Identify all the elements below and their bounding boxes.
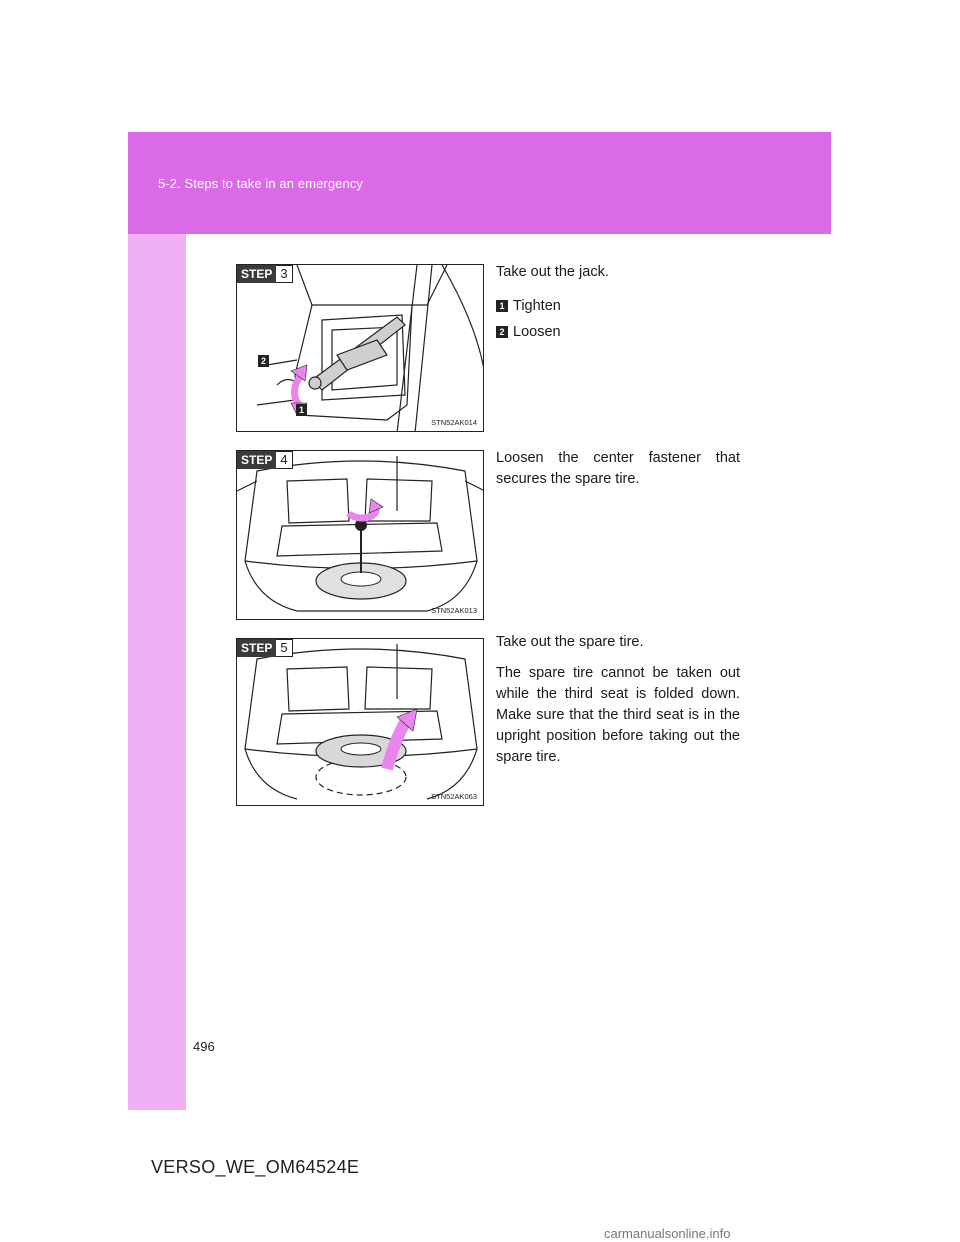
step-badge: STEP 5 — [237, 639, 293, 657]
callout-marker: 1 — [296, 404, 307, 416]
step-5-text: Take out the spare tire. The spare tire … — [496, 632, 740, 778]
legend-item: 1 Tighten — [496, 293, 740, 319]
callout-marker: 2 — [258, 355, 269, 367]
note-text: The spare tire cannot be taken out while… — [496, 665, 740, 765]
instruction-text: Take out the jack. — [496, 264, 609, 280]
section-header: 5-2. Steps to take in an emergency — [128, 132, 831, 234]
legend-marker: 2 — [496, 326, 508, 338]
legend-label: Tighten — [513, 297, 561, 314]
margin-sidebar — [128, 234, 186, 1110]
section-title: 5-2. Steps to take in an emergency — [158, 176, 364, 191]
step-number: 3 — [276, 265, 293, 283]
step-label: STEP — [237, 639, 277, 657]
step-label: STEP — [237, 265, 277, 283]
step-3-figure: STEP 3 2 1 STN52AK014 — [236, 264, 484, 432]
step-number: 5 — [276, 639, 293, 657]
instruction-text: Loosen the center fastener that secures … — [496, 450, 740, 487]
step-number: 4 — [276, 451, 293, 469]
jack-illustration — [256, 265, 483, 431]
step-label: STEP — [237, 451, 277, 469]
step-4-text: Loosen the center fastener that secures … — [496, 448, 740, 500]
legend-marker: 1 — [496, 300, 508, 312]
legend-item: 2 Loosen — [496, 319, 740, 345]
figure-code: STN52AK063 — [431, 792, 477, 801]
step-badge: STEP 3 — [237, 265, 293, 283]
watermark: carmanualsonline.info — [604, 1226, 731, 1241]
figure-code: STN52AK014 — [431, 418, 477, 427]
figure-code: STN52AK013 — [431, 606, 477, 615]
step-4-figure: STEP 4 STN52AK013 — [236, 450, 484, 620]
step-5-figure: STEP 5 STN52AK063 — [236, 638, 484, 806]
document-code: VERSO_WE_OM64524E — [151, 1157, 360, 1177]
page-number: 496 — [193, 1039, 215, 1054]
step-3-text: Take out the jack. 1 Tighten 2 Loosen — [496, 262, 740, 345]
trunk-fastener-illustration — [237, 456, 483, 612]
instruction-text: Take out the spare tire. — [496, 634, 644, 650]
legend-label: Loosen — [513, 323, 561, 340]
step-badge: STEP 4 — [237, 451, 293, 469]
spare-tire-removal-illustration — [244, 644, 478, 800]
